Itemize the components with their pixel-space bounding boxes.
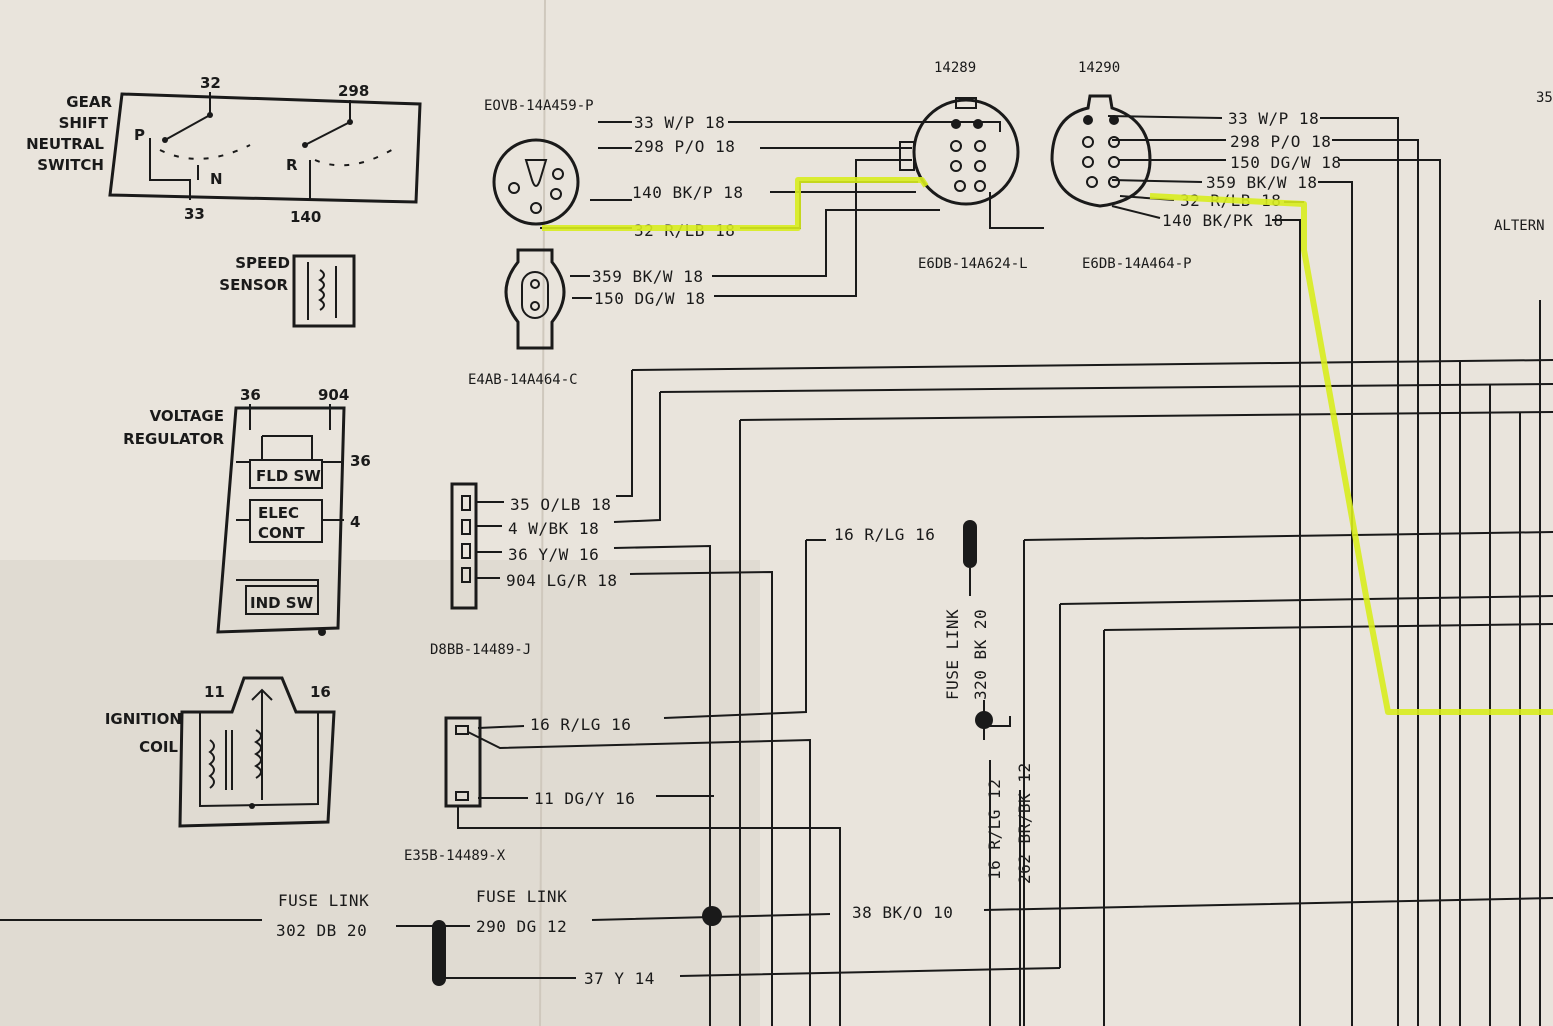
connector-e35b-14489-x: 16 R/LG 16 11 DG/Y 16 E35B-14489-X <box>404 715 635 864</box>
c5-wire-904: 904 LG/R 18 <box>506 571 617 590</box>
c2-part-number: E4AB-14A464-C <box>468 372 578 388</box>
regulator-pin-904: 904 <box>318 386 349 404</box>
wire-label-16-rlg-16: 16 R/LG 16 <box>834 525 935 544</box>
ignition-coil: IGNITION COIL 11 16 <box>105 676 336 828</box>
voltage-regulator: VOLTAGE REGULATOR 36 904 36 4 FLD SW ELE… <box>123 386 371 636</box>
highlight-wire-32-rlb <box>542 177 929 231</box>
gear-shift-title-4: SWITCH <box>37 156 104 174</box>
c3-part-number: E6DB-14A624-L <box>918 256 1028 272</box>
c5-wire-36: 36 Y/W 16 <box>508 545 599 564</box>
gear-pin-32: 32 <box>200 74 221 92</box>
c4-wire-33: 33 W/P 18 <box>1228 109 1319 128</box>
wire-label-38-bko-10: 38 BK/O 10 <box>852 903 953 922</box>
regulator-pin-36: 36 <box>240 386 261 404</box>
coil-title-2: COIL <box>139 738 178 756</box>
top-right-label: 35 <box>1536 90 1553 106</box>
coil-pin-16: 16 <box>310 683 331 701</box>
gear-shift-title-3: NEUTRAL <box>26 135 104 153</box>
gear-shift-title-1: GEAR <box>66 93 112 111</box>
c4-part-number: E6DB-14A464-P <box>1082 256 1192 272</box>
c4-wire-150: 150 DG/W 18 <box>1230 153 1341 172</box>
gear-pin-298: 298 <box>338 82 369 100</box>
regulator-ind-sw: IND SW <box>250 594 314 612</box>
connector-14290: 14290 33 W/P 18 298 P/O 18 150 DG/W 18 3… <box>1050 60 1341 272</box>
gear-pos-r: R <box>286 156 298 174</box>
connector-e4ab-14a464-c: 359 BK/W 18 150 DG/W 18 E4AB-14A464-C <box>468 248 705 388</box>
regulator-pin-4: 4 <box>350 513 360 531</box>
fuse-link-3-wire: 290 DG 12 <box>476 917 567 936</box>
c4-wire-359: 359 BK/W 18 <box>1206 173 1317 192</box>
c5-wire-35: 35 O/LB 18 <box>510 495 611 514</box>
gear-pos-p: P <box>134 126 145 144</box>
connector-14289: 14289 E6DB-14A624-L <box>899 60 1028 272</box>
regulator-pin-36-side: 36 <box>350 452 371 470</box>
gear-shift-neutral-switch: GEAR SHIFT NEUTRAL SWITCH 32 298 33 140 … <box>26 74 422 226</box>
wire-label-262-brbk-12: 262 BR/BK 12 <box>1015 762 1034 884</box>
c1-wire-33: 33 W/P 18 <box>634 113 725 132</box>
coil-title-1: IGNITION <box>105 710 182 728</box>
c6-wire-11: 11 DG/Y 16 <box>534 789 635 808</box>
gear-shift-title-2: SHIFT <box>59 114 109 132</box>
gear-pin-33: 33 <box>184 205 205 223</box>
c4-number: 14290 <box>1078 60 1120 76</box>
fuse-link-2-title: FUSE LINK <box>278 891 369 910</box>
regulator-cont: CONT <box>258 524 305 542</box>
wire-labels: 16 R/LG 16 FUSE LINK 320 BK 20 16 R/LG 1… <box>276 90 1553 988</box>
c2-wire-150: 150 DG/W 18 <box>594 289 705 308</box>
speed-sensor: SPEED SENSOR <box>219 254 356 328</box>
c5-wire-4: 4 W/BK 18 <box>508 519 599 538</box>
regulator-title-2: REGULATOR <box>123 430 224 448</box>
fuse-link-1-wire: 320 BK 20 <box>971 609 990 700</box>
fuse-link-blob-1 <box>963 520 977 568</box>
fuse-link-blob-2 <box>432 920 446 986</box>
c4-wire-140: 140 BK/PK 18 <box>1162 211 1284 230</box>
speed-sensor-title-2: SENSOR <box>219 276 288 294</box>
c5-part-number: D8BB-14489-J <box>430 642 531 658</box>
wire-label-37-y-14: 37 Y 14 <box>584 969 655 988</box>
gear-pin-140: 140 <box>290 208 321 226</box>
c3-number: 14289 <box>934 60 976 76</box>
coil-pin-11: 11 <box>204 683 225 701</box>
c2-wire-359: 359 BK/W 18 <box>592 267 703 286</box>
c6-wire-16: 16 R/LG 16 <box>530 715 631 734</box>
c4-wire-298: 298 P/O 18 <box>1230 132 1331 151</box>
regulator-title-1: VOLTAGE <box>150 407 224 425</box>
fuse-link-1-title: FUSE LINK <box>943 609 962 700</box>
c1-wire-140: 140 BK/P 18 <box>632 183 743 202</box>
regulator-fld-sw: FLD SW <box>256 467 321 485</box>
wire-label-16-rlg-12: 16 R/LG 12 <box>985 779 1004 880</box>
speed-sensor-title-1: SPEED <box>235 254 290 272</box>
c6-part-number: E35B-14489-X <box>404 848 506 864</box>
c1-part-number: EOVB-14A459-P <box>484 98 594 114</box>
highlight-wire-32-rlb-right <box>1149 193 1553 715</box>
c1-wire-298: 298 P/O 18 <box>634 137 735 156</box>
gear-pos-n: N <box>210 170 223 188</box>
fuse-link-3-title: FUSE LINK <box>476 887 567 906</box>
regulator-elec: ELEC <box>258 504 299 522</box>
connector-d8bb-14489-j: 35 O/LB 18 4 W/BK 18 36 Y/W 16 904 LG/R … <box>430 482 617 658</box>
fuse-link-2-wire: 302 DB 20 <box>276 921 367 940</box>
alternator-label: ALTERN <box>1494 218 1545 234</box>
